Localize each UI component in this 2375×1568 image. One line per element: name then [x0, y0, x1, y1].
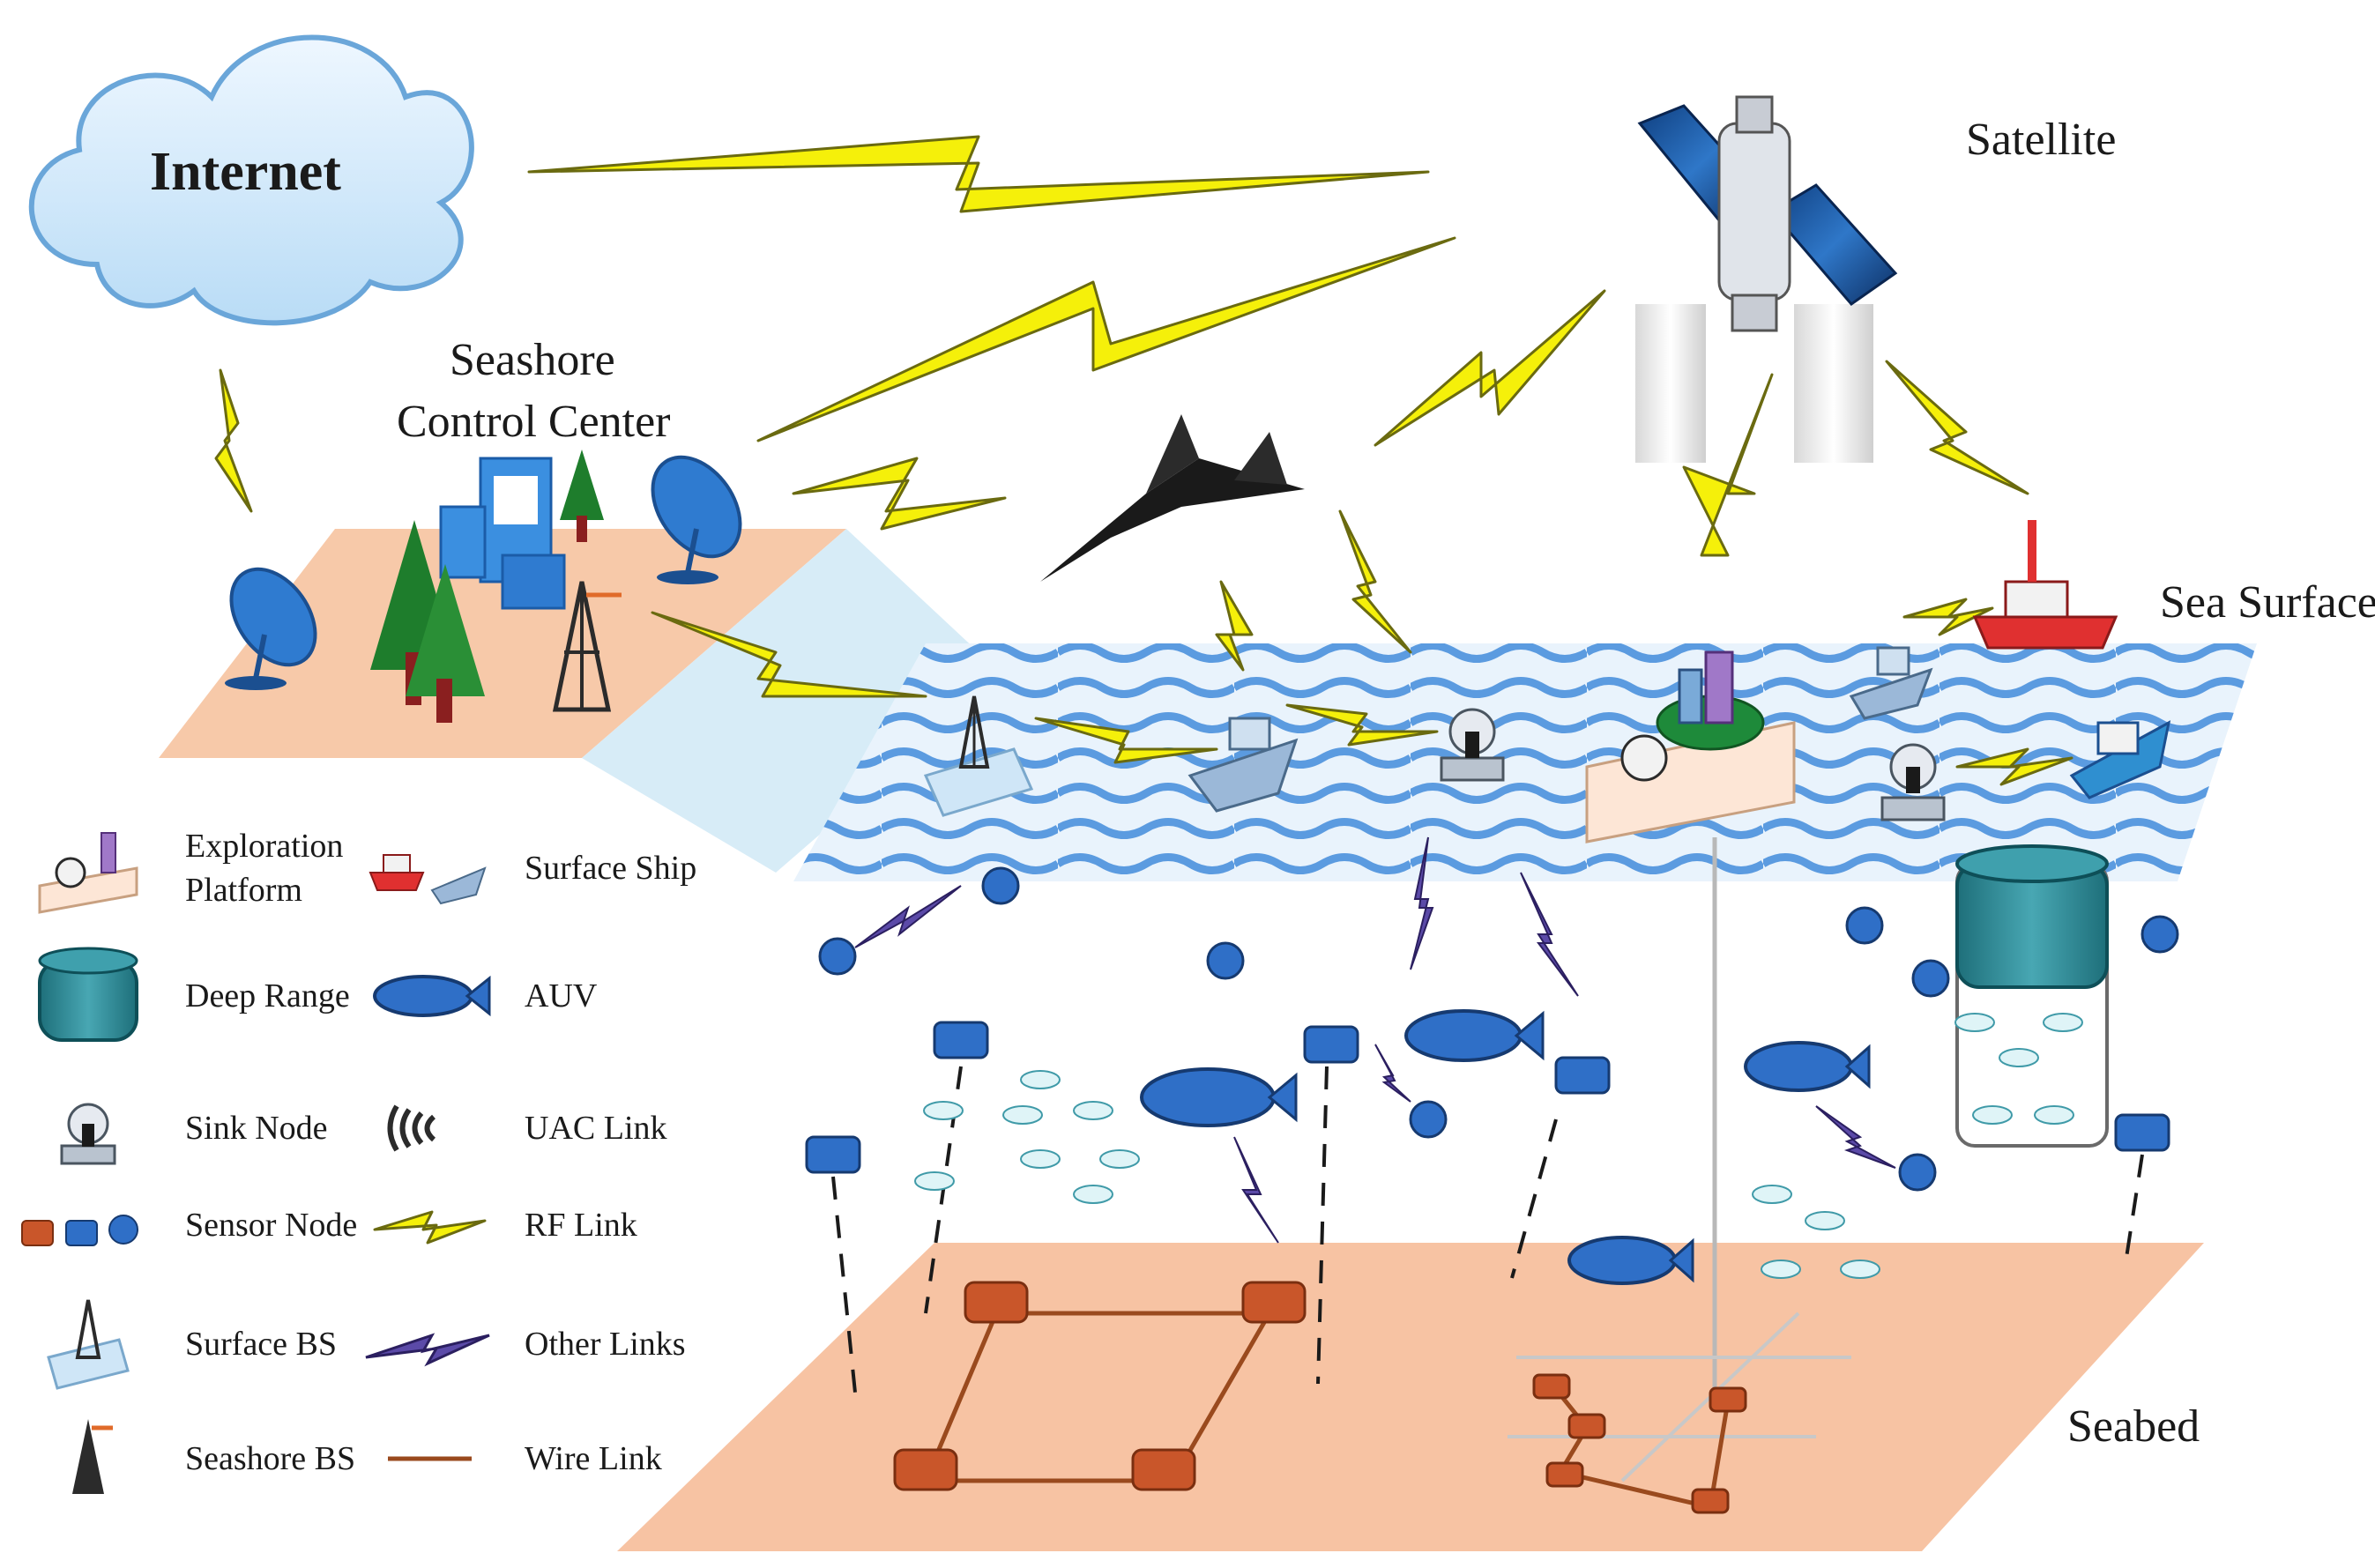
control-center-building — [439, 457, 566, 610]
seashore-bs-tower — [552, 581, 622, 712]
legend-entry: Sensor Node — [21, 1207, 357, 1246]
satellite-dish-icon — [225, 567, 317, 690]
surface-ship-icon — [2069, 720, 2171, 799]
rf-link-control-satellite — [756, 236, 1456, 442]
deep-range-icon — [1955, 844, 2109, 1148]
legend-label: Surface BS — [185, 1326, 337, 1363]
control-center-label-line2: Control Center — [397, 397, 671, 447]
auv-icon — [373, 975, 491, 1017]
legend-label: Exploration — [185, 828, 343, 865]
rf-link-aircraft-sink — [1338, 509, 1412, 654]
seabed-plane — [617, 1243, 2204, 1551]
internet-cloud — [28, 34, 474, 326]
other-links — [854, 836, 1896, 1244]
legend-entry: AUV — [373, 975, 598, 1017]
auv-icon — [1744, 1041, 1871, 1092]
sensor-node-icon — [893, 1281, 1747, 1514]
legend-entry: RF Link — [373, 1207, 637, 1245]
surface-ship-icon — [1849, 646, 1933, 720]
auv-icon — [1404, 1009, 1545, 1062]
legend-label: Surface Ship — [525, 850, 696, 887]
sink-node-icon — [1440, 708, 1505, 782]
rf-link-satellite-ship — [1885, 360, 2029, 495]
legend-label: Sink Node — [185, 1110, 328, 1147]
rf-link-internet-satellite — [527, 135, 1430, 213]
rf-link-control-aircraft — [792, 457, 1007, 531]
tree-icon — [370, 450, 604, 723]
sink-node-icon — [1880, 743, 1946, 821]
legend-label: Wire Link — [525, 1440, 662, 1477]
legend-label: Sensor Node — [185, 1207, 357, 1244]
rf-link-icon — [373, 1210, 487, 1245]
legend-entry: UAC Link — [387, 1104, 667, 1152]
legend-label: Platform — [185, 872, 302, 909]
aircraft-icon — [1040, 414, 1305, 582]
legend-label: AUV — [525, 977, 598, 1014]
control-center-label-line1: Seashore — [450, 335, 615, 385]
legend-entry: Deep Range — [38, 947, 350, 1042]
legend-entry: Sink Node — [60, 1103, 328, 1165]
other-links-icon — [365, 1333, 490, 1367]
fish-school — [914, 1013, 2083, 1279]
surface-bs-icon — [47, 1299, 130, 1390]
legend-label: RF Link — [525, 1207, 637, 1244]
auv-icon — [1140, 1067, 1298, 1127]
auv-icon — [1567, 1236, 1694, 1285]
rf-link-bs-ship — [1034, 717, 1218, 764]
legend-label: Deep Range — [185, 977, 350, 1014]
sea-surface-label: Sea Surface — [2160, 577, 2375, 628]
uac-link-icon — [387, 1104, 436, 1152]
legend-entry: Seashore BS — [72, 1419, 355, 1494]
legend-entry: Surface Ship — [369, 850, 696, 905]
sensor-node-icon — [805, 1021, 2170, 1174]
seabed-label: Seabed — [2067, 1401, 2200, 1452]
satellite-dish-icon — [651, 455, 742, 584]
surface-bs-icon — [923, 695, 1034, 817]
legend-label: Seashore BS — [185, 1440, 355, 1477]
sink-node-icon — [60, 1103, 116, 1165]
rf-link-satellite-platform — [1682, 373, 1774, 557]
internet-label: Internet — [150, 142, 341, 202]
exploration-platform-icon — [1508, 650, 1851, 1483]
sensor-node-icon — [818, 866, 2179, 1192]
rf-link-cloud-dish — [214, 368, 253, 513]
satellite-icon — [1635, 95, 1898, 463]
rf-links — [214, 135, 2073, 786]
surface-ship-icon — [369, 854, 487, 905]
surface-ship-icon — [1972, 520, 2118, 650]
legend-entry: Wire Link — [388, 1440, 662, 1477]
satellite-label: Satellite — [1966, 115, 2116, 165]
legend-entry: Surface BS — [47, 1299, 337, 1390]
sensor-node-icon — [21, 1215, 138, 1246]
seashore-bs-icon — [72, 1419, 113, 1494]
deep-range-icon — [38, 947, 138, 1042]
shore-water-ramp — [582, 529, 979, 873]
rf-link-tower-surface-bs — [651, 611, 927, 698]
exploration-platform-icon — [38, 832, 138, 914]
rf-link-ship-ship — [1902, 598, 1994, 636]
rf-link-aircraft-ship — [1215, 580, 1254, 672]
seashore-land — [159, 529, 846, 758]
legend-label: Other Links — [525, 1326, 686, 1363]
rf-link-sink-ship — [1955, 747, 2073, 786]
rf-link-aircraft-satellite — [1374, 289, 1606, 447]
surface-ship-icon — [1188, 717, 1299, 813]
legend-entry: Other Links — [365, 1326, 686, 1367]
legend-label: UAC Link — [525, 1110, 667, 1147]
rf-link-ship-sink — [1285, 703, 1439, 747]
